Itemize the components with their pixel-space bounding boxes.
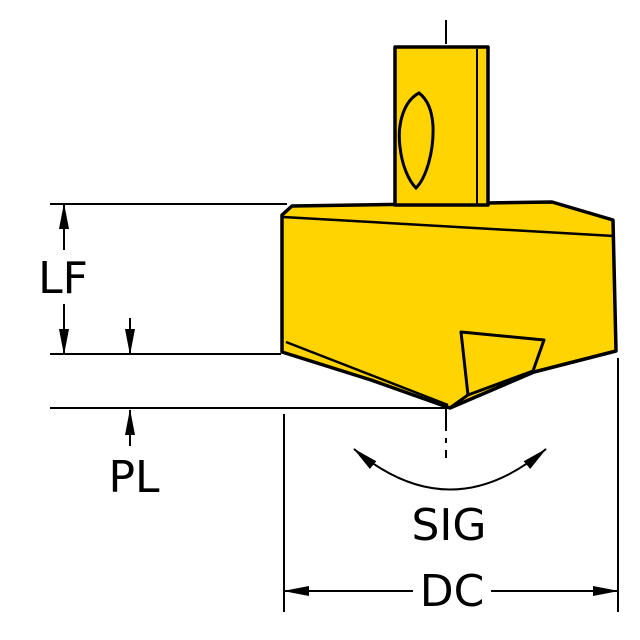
insert-top-chamfer-line [282, 215, 615, 238]
insert-shank-flute-notch [397, 91, 435, 191]
insert-point-facet-edge [450, 393, 469, 409]
label-dc: DC [420, 566, 485, 617]
insert-point-facet [459, 330, 546, 397]
dimension-lines [34, 203, 619, 616]
label-sig: SIG [411, 500, 486, 551]
label-lf: LF [38, 253, 88, 304]
dimension-labels: LF PL SIG DC [38, 253, 486, 617]
drill-insert [280, 45, 618, 410]
sig-angle-arc [353, 448, 547, 491]
label-pl: PL [108, 452, 160, 503]
insert-left-cutting-edge-line [285, 340, 449, 407]
dc-label-background [413, 564, 491, 616]
lf-label-background [34, 250, 94, 304]
